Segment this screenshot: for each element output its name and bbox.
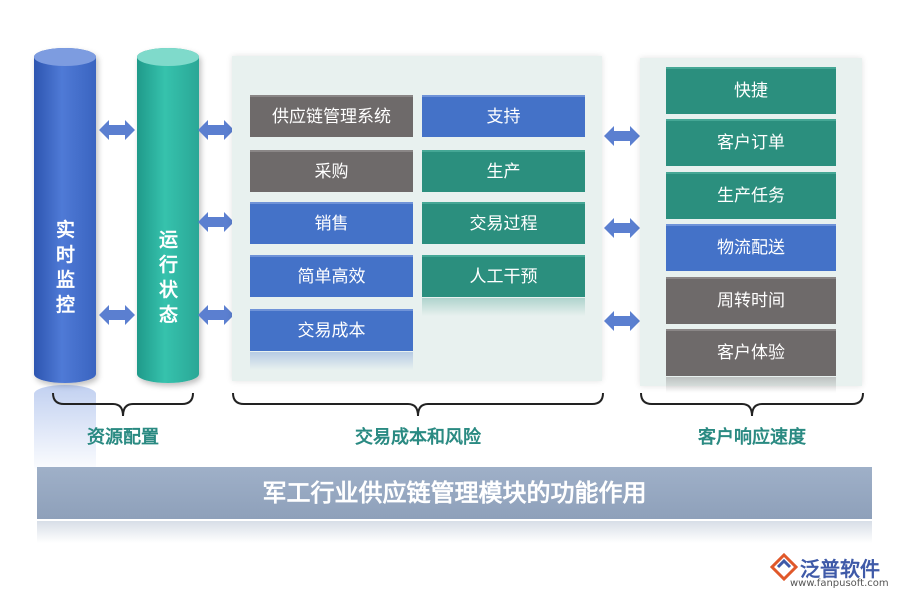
brace-label-cost-risk: 交易成本和风险 xyxy=(355,427,481,448)
box-transaction-process: 交易过程 xyxy=(422,202,585,244)
brace-label-resource: 资源配置 xyxy=(87,427,159,448)
brace-resource xyxy=(52,392,194,417)
box-support: 支持 xyxy=(422,95,585,137)
double-arrow-icon xyxy=(198,212,234,232)
banner-title: 军工行业供应链管理模块的功能作用 xyxy=(37,467,872,519)
box-supply-chain-system: 供应链管理系统 xyxy=(250,95,413,137)
logo-url: www.fanpusoft.com xyxy=(790,578,889,589)
box-reflection xyxy=(666,377,836,393)
box-turnover-time: 周转时间 xyxy=(666,277,836,324)
monitor-cylinder: 实时监控 xyxy=(34,48,96,383)
double-arrow-icon xyxy=(198,120,234,140)
double-arrow-icon xyxy=(198,305,234,325)
double-arrow-icon xyxy=(604,218,640,238)
double-arrow-icon xyxy=(604,126,640,146)
status-cylinder: 运行状态 xyxy=(137,48,199,383)
monitor-label: 实时监控 xyxy=(56,219,76,316)
status-label: 运行状态 xyxy=(159,229,179,326)
fanpu-logo-icon xyxy=(770,553,798,581)
box-manual-intervention: 人工干预 xyxy=(422,255,585,297)
box-production: 生产 xyxy=(422,150,585,192)
monitor-cylinder-reflection xyxy=(34,385,96,475)
box-procurement: 采购 xyxy=(250,150,413,192)
box-reflection xyxy=(250,352,413,370)
double-arrow-icon xyxy=(99,120,135,140)
double-arrow-icon xyxy=(604,311,640,331)
box-reflection xyxy=(422,298,585,316)
box-quick: 快捷 xyxy=(666,67,836,114)
brace-label-response: 客户响应速度 xyxy=(698,427,806,448)
double-arrow-icon xyxy=(99,305,135,325)
logo-brand: 泛普软件 xyxy=(800,557,880,581)
banner-reflection xyxy=(37,521,872,543)
brace-response xyxy=(640,392,864,417)
box-logistics: 物流配送 xyxy=(666,224,836,271)
box-customer-order: 客户订单 xyxy=(666,119,836,166)
box-simple-efficient: 简单高效 xyxy=(250,255,413,297)
box-production-task: 生产任务 xyxy=(666,172,836,219)
box-sales: 销售 xyxy=(250,202,413,244)
box-transaction-cost: 交易成本 xyxy=(250,309,413,351)
brace-cost-risk xyxy=(232,392,604,417)
box-customer-experience: 客户体验 xyxy=(666,329,836,376)
